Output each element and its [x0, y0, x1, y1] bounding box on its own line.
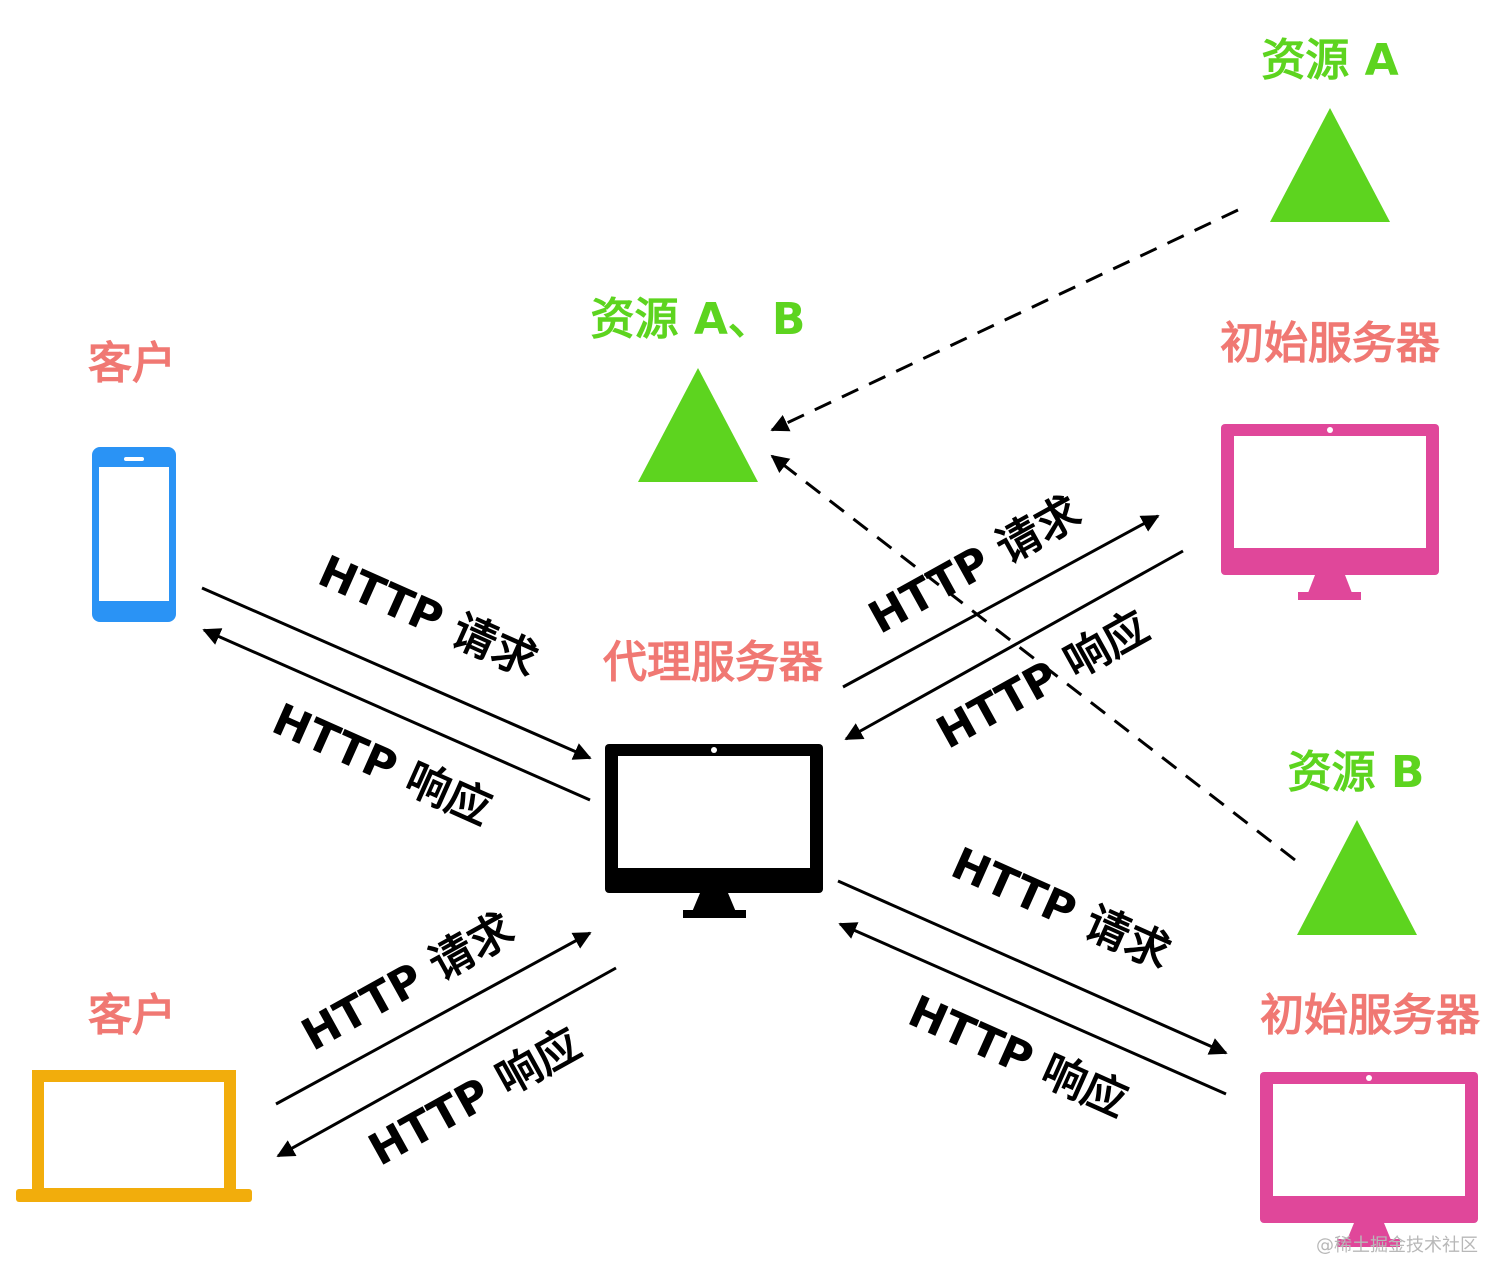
resource-ab-label: 资源 A、B [591, 294, 806, 345]
resource-b-triangle-icon [1297, 820, 1417, 935]
watermark-text: @稀土掘金技术社区 [1316, 1235, 1478, 1256]
client-top-response-arrow [202, 628, 591, 802]
client-top-label: 客户 [88, 338, 176, 389]
origin-top-response-arrow [844, 549, 1184, 741]
proxy-label: 代理服务器 [602, 637, 824, 688]
client-top-request-arrow [201, 586, 592, 760]
origin-bottom-response-arrow [838, 922, 1227, 1096]
resource-a-label: 资源 A [1261, 35, 1398, 86]
client-bottom-request-arrow [275, 931, 592, 1106]
resource-b-to-proxy-cache-line [770, 454, 1296, 862]
origin-top-monitor-icon [1221, 424, 1439, 600]
laptop-icon [16, 1070, 252, 1202]
client-bottom-response-label: HTTP 响应 [361, 1018, 590, 1176]
phone-icon [92, 447, 176, 622]
resource-a-triangle-icon [1270, 108, 1390, 222]
origin-bottom-request-label: HTTP 请求 [944, 838, 1178, 980]
origin-top-label: 初始服务器 [1220, 318, 1441, 369]
resource-b-label: 资源 B [1288, 747, 1425, 798]
client-top-response-label: HTTP 响应 [265, 694, 499, 836]
resource-a-to-proxy-cache-line [770, 208, 1239, 432]
origin-bottom-label: 初始服务器 [1260, 990, 1481, 1041]
origin-top-request-arrow [842, 514, 1160, 689]
origin-bottom-request-arrow [837, 879, 1228, 1055]
origin-top-response-label: HTTP 响应 [929, 601, 1158, 759]
proxy-monitor-icon [605, 744, 823, 918]
client-top-request-label: HTTP 请求 [311, 546, 545, 688]
origin-bottom-monitor-icon [1260, 1072, 1478, 1247]
resource-ab-triangle-icon [638, 368, 758, 482]
origin-bottom-response-label: HTTP 响应 [901, 986, 1135, 1128]
client-bottom-response-arrow [276, 966, 617, 1158]
client-bottom-label: 客户 [88, 990, 176, 1041]
origin-top-request-label: HTTP 请求 [861, 486, 1090, 644]
